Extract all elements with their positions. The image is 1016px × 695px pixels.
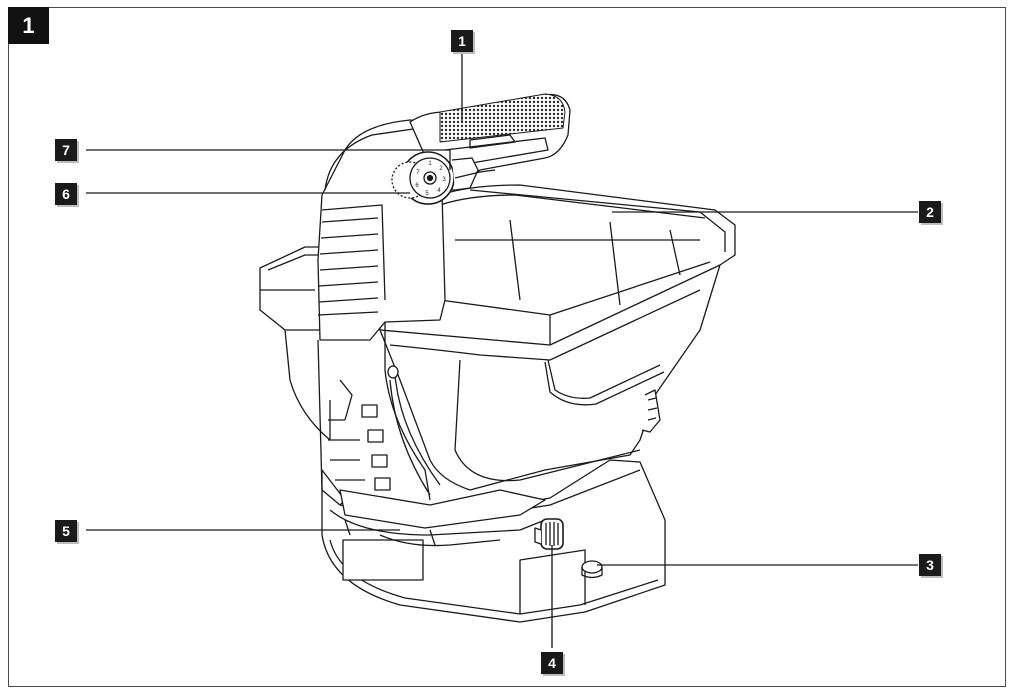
adjustment-knob: [534, 518, 564, 550]
callout-7: 7: [55, 139, 77, 161]
dial-mark-4: 4: [437, 188, 441, 194]
dial-mark-3: 3: [442, 177, 446, 183]
dial-mark-1: 1: [428, 161, 432, 167]
dial-mark-2: 2: [439, 166, 443, 172]
callout-4: 4: [541, 652, 563, 674]
dial-mark-5: 5: [425, 191, 429, 197]
figure-frame: [8, 7, 1006, 687]
callout-5: 5: [55, 520, 77, 542]
callout-3: 3: [919, 554, 941, 576]
leader-7: [86, 149, 451, 170]
rate-dial: [391, 151, 455, 205]
leader-lines: [86, 52, 918, 648]
base-housing: [321, 459, 666, 623]
figure-number-tag: 1: [8, 7, 49, 44]
callout-1: 1: [451, 30, 473, 52]
callout-2: 2: [919, 201, 941, 223]
dial-mark-6: 6: [415, 183, 419, 189]
dial-mark-7: 7: [416, 170, 420, 176]
callout-6: 6: [55, 183, 77, 205]
dial-lever: [451, 157, 496, 191]
